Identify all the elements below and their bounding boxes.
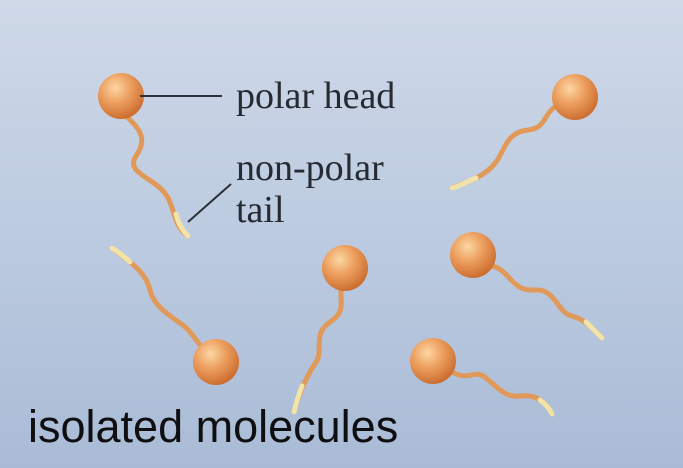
polar-head <box>98 73 144 119</box>
polar-head <box>450 232 496 278</box>
polar-head <box>410 338 456 384</box>
tail-label-line1: non-polar <box>236 147 384 189</box>
diagram-caption: isolated molecules <box>28 402 398 452</box>
polar-head <box>322 245 368 291</box>
polar-head-label: polar head <box>236 75 395 117</box>
tail-label-line2: tail <box>236 189 285 231</box>
polar-head <box>193 339 239 385</box>
polar-head <box>552 74 598 120</box>
